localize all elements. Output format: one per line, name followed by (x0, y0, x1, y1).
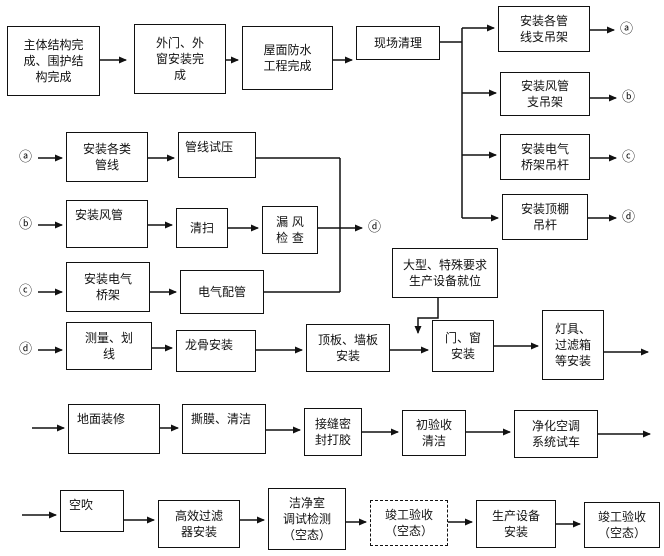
marker-b-in: ⓑ (19, 217, 33, 232)
marker-d-merge: ⓓ (368, 220, 382, 235)
node-completion-acceptance-1: 竣工验收 （空态） (370, 500, 448, 546)
node-floor-finishing: 地面装修 (68, 404, 160, 454)
node-light-filter-install: 灯具、 过滤箱 等安装 (542, 310, 604, 380)
node-exterior-doors-windows: 外门、外 窗安装完 成 (134, 24, 226, 94)
node-pipe-hangers: 安装各管 线支吊架 (498, 6, 590, 52)
node-hvac-trial-run: 净化空调 系统试车 (514, 410, 598, 458)
node-install-pipelines: 安装各类 管线 (66, 132, 148, 182)
node-hepa-install: 高效过滤 器安装 (158, 500, 240, 548)
node-survey-layout: 测量、划 线 (66, 322, 152, 370)
marker-b-out: ⓑ (622, 90, 636, 105)
node-air-blowing: 空吹 (60, 490, 124, 532)
node-sweep: 清扫 (176, 208, 228, 248)
node-initial-acceptance: 初验收 清洁 (402, 410, 466, 456)
node-site-cleanup: 现场清理 (356, 26, 440, 60)
arrow-equipment-drop (414, 298, 439, 334)
node-production-equipment-install: 生产设备 安装 (476, 500, 556, 548)
node-panel-install: 顶板、墙板 安装 (306, 324, 390, 372)
node-pressure-test: 管线试压 (178, 132, 256, 178)
node-duct-hangers: 安装风管 支吊架 (500, 72, 590, 116)
node-install-ducts: 安装风管 (66, 200, 148, 248)
node-leak-check: 漏 风 检 查 (262, 206, 318, 254)
node-large-equipment-placement: 大型、特殊要求 生产设备就位 (392, 248, 498, 298)
node-main-structure-complete: 主体结构完 成、围护结 构完成 (7, 26, 100, 96)
node-install-cable-tray: 安装电气 桥架 (66, 262, 150, 312)
marker-c-out: ⓒ (622, 150, 636, 165)
node-joint-sealing: 接缝密 封打胶 (304, 408, 362, 456)
node-electrical-conduit: 电气配管 (180, 270, 264, 314)
node-cleanroom-testing: 洁净室 调试检测 （空态） (268, 488, 346, 550)
node-film-removal: 撕膜、清洁 (182, 404, 266, 454)
node-door-window-install: 门、窗 安装 (432, 320, 494, 372)
marker-d-out: ⓓ (622, 210, 636, 225)
node-completion-acceptance-2: 竣工验收 （空态） (584, 502, 660, 548)
marker-a-in: ⓐ (19, 150, 33, 165)
node-roof-waterproofing: 屋面防水 工程完成 (242, 26, 333, 90)
node-keel-install: 龙骨安装 (176, 330, 256, 372)
marker-a-out: ⓐ (620, 22, 634, 37)
marker-c-in: ⓒ (19, 284, 33, 299)
node-cable-tray-rods: 安装电气 桥架吊杆 (500, 134, 590, 180)
node-ceiling-rods: 安装顶棚 吊杆 (502, 194, 588, 240)
marker-d-in: ⓓ (19, 342, 33, 357)
